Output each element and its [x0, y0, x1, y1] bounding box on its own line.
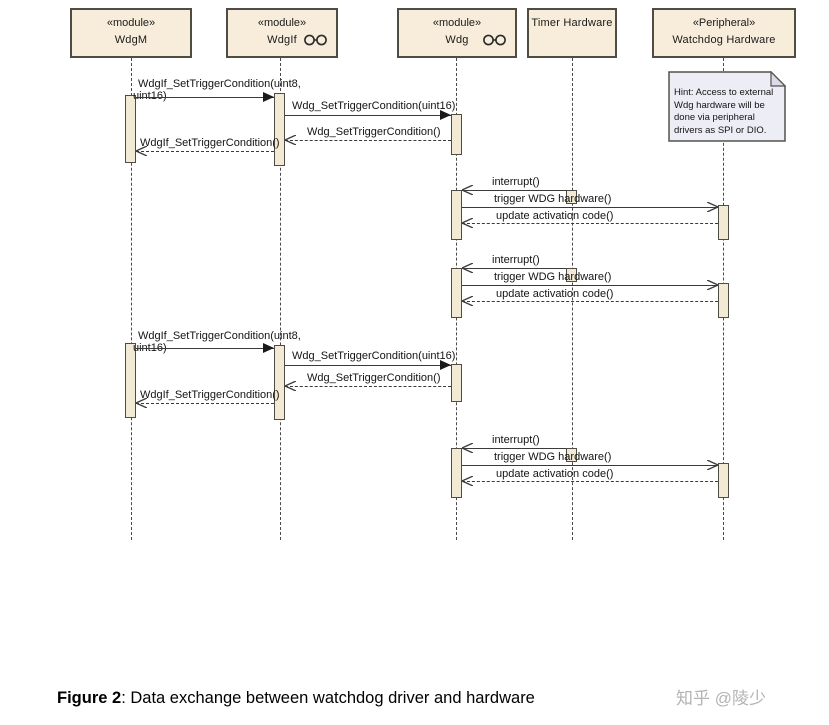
participant-stereotype: «Peripheral»	[692, 17, 756, 29]
participant-wdgif: «module» WdgIf	[226, 8, 338, 58]
message-line	[462, 207, 718, 208]
activation-bar	[718, 283, 729, 318]
interface-circles-icon	[482, 34, 508, 52]
message-label: Wdg_SetTriggerCondition(uint16)	[292, 100, 456, 112]
message-label: WdgIf_SetTriggerCondition()	[140, 389, 280, 401]
arrowhead-open-right-icon	[706, 279, 720, 291]
message-line	[136, 348, 274, 349]
participant-stereotype: «module»	[257, 17, 307, 29]
activation-bar	[451, 268, 462, 318]
message-label: interrupt()	[492, 254, 540, 266]
message-line	[462, 285, 718, 286]
interface-circles-icon	[303, 34, 329, 52]
message-line	[462, 448, 566, 449]
arrowhead-open-left-icon	[460, 295, 474, 307]
message-line	[462, 190, 566, 191]
message-label: WdgIf_SetTriggerCondition(uint8,	[138, 330, 301, 342]
message-line	[462, 465, 718, 466]
note-hint: Hint: Access to external Wdg hardware wi…	[668, 70, 787, 142]
message-label: Wdg_SetTriggerCondition()	[307, 126, 441, 138]
activation-bar	[566, 268, 577, 282]
arrowhead-open-left-icon	[460, 442, 474, 454]
participant-stereotype: «module»	[432, 17, 482, 29]
message-line	[136, 151, 274, 152]
participant-wdgm: «module» WdgM	[70, 8, 192, 58]
message-line	[462, 301, 718, 302]
arrowhead-filled-right-icon	[263, 92, 274, 102]
note-text: Hint: Access to external Wdg hardware wi…	[674, 87, 774, 136]
figure-caption: Figure 2: Data exchange between watchdog…	[57, 689, 535, 708]
lifeline-wdgif	[280, 58, 281, 540]
activation-bar	[718, 463, 729, 498]
message-line	[285, 386, 451, 387]
watermark: 知乎 @陵少	[676, 689, 766, 708]
arrowhead-open-right-icon	[706, 459, 720, 471]
message-label: uint16)	[133, 90, 167, 102]
message-label: WdgIf_SetTriggerCondition(uint8,	[138, 78, 301, 90]
participant-name: WdgM	[114, 34, 148, 47]
figure-caption-label: Figure 2	[57, 689, 122, 707]
activation-bar	[451, 190, 462, 240]
message-line	[285, 365, 451, 366]
lifeline-wdgm	[131, 58, 132, 540]
activation-bar	[451, 364, 462, 402]
message-label: Wdg_SetTriggerCondition()	[307, 372, 441, 384]
message-line	[462, 268, 566, 269]
message-label: interrupt()	[492, 176, 540, 188]
arrowhead-open-left-icon	[134, 145, 148, 157]
message-label: trigger WDG hardware()	[494, 193, 612, 205]
activation-bar	[274, 93, 285, 166]
note-shape	[668, 70, 787, 142]
activation-bar	[125, 343, 136, 418]
arrowhead-open-left-icon	[460, 217, 474, 229]
activation-bar	[566, 190, 577, 204]
participant-name: Wdg	[445, 34, 469, 47]
arrowhead-open-left-icon	[460, 475, 474, 487]
message-label: update activation code()	[496, 288, 614, 300]
message-line	[462, 223, 718, 224]
arrowhead-filled-right-icon	[263, 343, 274, 353]
arrowhead-open-left-icon	[134, 397, 148, 409]
arrowhead-open-left-icon	[460, 262, 474, 274]
participant-name: Watchdog Hardware	[672, 34, 776, 47]
arrowhead-open-left-icon	[460, 184, 474, 196]
figure-caption-text: : Data exchange between watchdog driver …	[121, 689, 535, 707]
activation-bar	[274, 345, 285, 420]
activation-bar	[451, 448, 462, 498]
participant-name: Timer Hardware	[531, 17, 613, 29]
message-line	[136, 403, 274, 404]
message-line	[285, 115, 451, 116]
message-label: trigger WDG hardware()	[494, 451, 612, 463]
message-line	[285, 140, 451, 141]
arrowhead-open-left-icon	[283, 380, 297, 392]
participant-watchdog-hardware: «Peripheral» Watchdog Hardware	[652, 8, 796, 58]
message-line	[462, 481, 718, 482]
activation-bar	[125, 95, 136, 163]
message-line	[136, 97, 274, 98]
message-label: update activation code()	[496, 468, 614, 480]
activation-bar	[718, 205, 729, 240]
message-label: trigger WDG hardware()	[494, 271, 612, 283]
activation-bar	[451, 114, 462, 155]
participant-timer-hardware: Timer Hardware	[527, 8, 617, 58]
arrowhead-filled-right-icon	[440, 110, 451, 120]
participant-wdg: «module» Wdg	[397, 8, 517, 58]
participant-name: WdgIf	[267, 34, 297, 47]
participant-stereotype: «module»	[106, 17, 156, 29]
arrowhead-open-left-icon	[283, 134, 297, 146]
message-label: interrupt()	[492, 434, 540, 446]
lifeline-timer-hardware	[572, 58, 573, 540]
message-label: Wdg_SetTriggerCondition(uint16)	[292, 350, 456, 362]
arrowhead-filled-right-icon	[440, 360, 451, 370]
message-label: WdgIf_SetTriggerCondition()	[140, 137, 280, 149]
arrowhead-open-right-icon	[706, 201, 720, 213]
message-label: update activation code()	[496, 210, 614, 222]
activation-bar	[566, 448, 577, 462]
